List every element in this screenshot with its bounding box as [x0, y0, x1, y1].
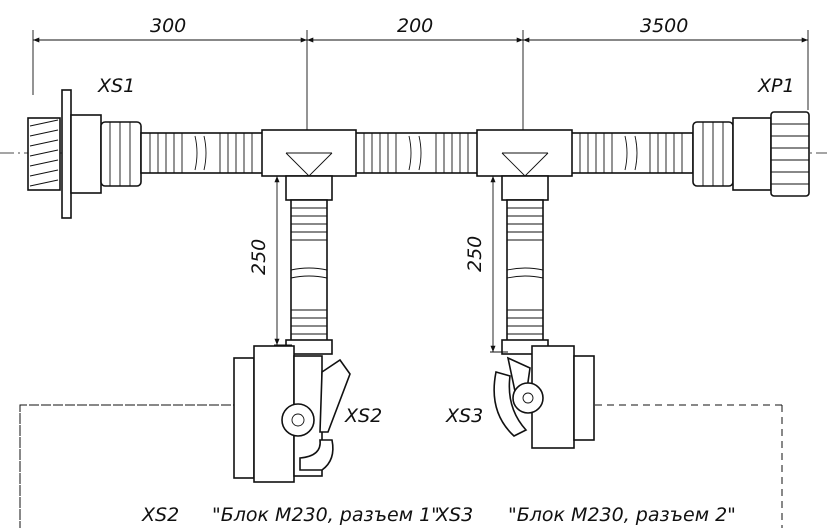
- xs2-connector: [233, 345, 351, 483]
- legend-xs3-ref: XS3: [435, 504, 473, 526]
- equipment-outline: [19, 404, 235, 528]
- tee-junction-left: [261, 129, 357, 201]
- xp1-label: XP1: [757, 75, 795, 97]
- legend-xs2-desc: "Блок М230, разъем 1": [212, 504, 440, 526]
- tee-junction-right: [476, 129, 573, 201]
- top-dimension-chain: [32, 30, 809, 135]
- dim-label-250-right: 250: [464, 236, 486, 272]
- branch-hose-right: [501, 199, 549, 355]
- xp1-connector: [692, 111, 810, 197]
- xs1-connector: [27, 89, 142, 219]
- branch-dimension-right: [490, 175, 508, 353]
- xs3-label: XS3: [445, 405, 483, 427]
- dim-label-3500: 3500: [640, 15, 688, 37]
- branch-dimension-left: [274, 175, 292, 346]
- main-corrugated-hose: [140, 132, 694, 174]
- dim-label-300: 300: [150, 15, 186, 37]
- xs1-label: XS1: [97, 75, 135, 97]
- dim-label-200: 200: [397, 15, 433, 37]
- xs3-connector: [493, 345, 595, 449]
- branch-hose-left: [285, 199, 333, 355]
- legend-xs3-desc: "Блок М230, разъем 2": [508, 504, 736, 526]
- legend-xs2-ref: XS2: [141, 504, 179, 526]
- dim-label-250-left: 250: [248, 239, 270, 275]
- xs2-label: XS2: [344, 405, 382, 427]
